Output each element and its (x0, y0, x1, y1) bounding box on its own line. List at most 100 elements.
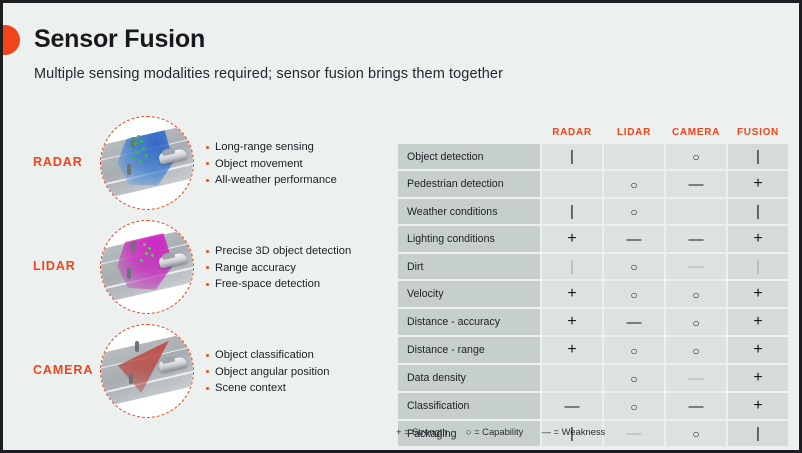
matrix-cell-radar: | (542, 421, 602, 446)
matrix-cell-fusion: + (728, 337, 788, 363)
rating-mark-bar-icon: | (756, 203, 760, 220)
rating-mark-bar-faint-icon: | (570, 258, 574, 275)
table-row: Packaging|—○| (398, 421, 788, 446)
row-label: Object detection (398, 144, 540, 169)
rating-mark-bar-faint-icon: | (756, 258, 760, 275)
scene-lidar (101, 221, 193, 313)
matrix-cell-lidar: — (604, 421, 664, 446)
column-header-camera: CAMERA (671, 127, 721, 138)
list-item: Object angular position (206, 364, 391, 381)
rating-mark-cap-icon: ○ (630, 260, 638, 274)
matrix-cell-lidar: ○ (604, 254, 664, 279)
modality-radar: RADAR (3, 115, 393, 219)
rating-mark-minus-icon: — (688, 230, 704, 248)
matrix-cell-fusion: + (728, 309, 788, 335)
modality-label-lidar: LIDAR (33, 259, 76, 273)
matrix-cell-fusion: | (728, 254, 788, 279)
column-header-lidar: LIDAR (616, 127, 652, 138)
rating-mark-cap-icon: ○ (692, 315, 700, 330)
table-row: Data density○—+ (398, 365, 788, 391)
matrix-cell-fusion: + (728, 393, 788, 419)
pedestrian-figure (131, 137, 135, 148)
matrix-cell-camera: ○ (666, 337, 726, 363)
rating-mark-plus-icon: + (753, 285, 763, 302)
row-label: Distance - accuracy (398, 309, 540, 335)
matrix-cell-camera: — (666, 171, 726, 197)
rating-mark-plus-icon: + (567, 341, 577, 358)
lidar-points-overlay (127, 239, 161, 273)
rating-mark-minus-faint-icon: — (688, 369, 704, 387)
matrix-cell-fusion: | (728, 144, 788, 169)
table-corner-cell (398, 127, 540, 142)
rating-mark-cap-icon: ○ (692, 150, 700, 164)
rating-mark-minus-icon: — (564, 397, 580, 415)
table-row: Distance - accuracy+—○+ (398, 309, 788, 335)
accent-dot (3, 25, 20, 55)
matrix-cell-lidar: — (604, 226, 664, 252)
rating-mark-bar-icon: | (570, 425, 574, 442)
rating-mark-plus-icon: + (753, 175, 763, 192)
column-header-fusion: FUSION (737, 127, 779, 138)
matrix-cell-fusion: + (728, 281, 788, 307)
modality-image-radar (100, 116, 194, 210)
rating-mark-minus-icon: — (688, 397, 704, 415)
rating-mark-plus-icon: + (753, 230, 763, 247)
table-row: Velocity+○○+ (398, 281, 788, 307)
list-item: Scene context (206, 380, 391, 397)
scene-camera (101, 325, 193, 417)
modality-image-camera (100, 324, 194, 418)
matrix-cell-camera: — (666, 254, 726, 279)
table-row: Dirt|○—| (398, 254, 788, 279)
matrix-cell-camera: ○ (666, 281, 726, 307)
bullet-list-radar: Long-range sensing Object movement All-w… (206, 139, 391, 189)
matrix-cell-fusion: | (728, 421, 788, 446)
matrix-cell-radar (542, 365, 602, 391)
table-header: RADAR LIDAR CAMERA FUSION (398, 127, 788, 142)
matrix-cell-radar: | (542, 254, 602, 279)
scene-radar (101, 117, 193, 209)
list-item: Precise 3D object detection (206, 243, 391, 260)
list-item: Object movement (206, 156, 391, 173)
matrix-cell-radar: + (542, 226, 602, 252)
matrix-cell-radar: | (542, 199, 602, 224)
table-row: Object detection|○| (398, 144, 788, 169)
pedestrian-figure (127, 268, 131, 279)
matrix-cell-fusion: + (728, 171, 788, 197)
legend-capability: ○ = Capability (465, 426, 524, 437)
modality-label-radar: RADAR (33, 155, 83, 169)
matrix-cell-radar: — (542, 393, 602, 419)
modality-list: RADAR (3, 115, 393, 427)
rating-mark-cap-icon: ○ (630, 343, 638, 358)
rating-mark-bar-icon: | (570, 203, 574, 220)
pedestrian-figure (127, 164, 131, 175)
matrix-cell-fusion: + (728, 226, 788, 252)
matrix-cell-fusion: | (728, 199, 788, 224)
page-subtitle: Multiple sensing modalities required; se… (34, 66, 504, 82)
legend-strength: + = Strength (396, 426, 448, 437)
list-item: Long-range sensing (206, 139, 391, 156)
rating-mark-cap-icon: ○ (630, 177, 638, 192)
rating-mark-cap-icon: ○ (692, 287, 700, 302)
rating-mark-minus-icon: — (626, 230, 642, 248)
row-label: Classification (398, 393, 540, 419)
matrix-cell-camera: — (666, 365, 726, 391)
matrix-cell-lidar: ○ (604, 281, 664, 307)
row-label: Data density (398, 365, 540, 391)
pedestrian-figure (131, 241, 135, 252)
rating-mark-plus-icon: + (753, 341, 763, 358)
list-item: Range accuracy (206, 260, 391, 277)
rating-mark-bar-icon: | (756, 425, 760, 442)
list-item: Free-space detection (206, 276, 391, 293)
table-body: Object detection|○|Pedestrian detection○… (398, 144, 788, 446)
rating-mark-plus-icon: + (753, 397, 763, 414)
matrix-cell-lidar: ○ (604, 393, 664, 419)
matrix-cell-lidar: ○ (604, 199, 664, 224)
matrix-cell-lidar: ○ (604, 337, 664, 363)
page-title: Sensor Fusion (34, 25, 206, 53)
table-row: Lighting conditions+——+ (398, 226, 788, 252)
rating-mark-plus-icon: + (753, 369, 763, 386)
radar-points-overlay (127, 135, 161, 169)
matrix-cell-camera: — (666, 393, 726, 419)
rating-mark-cap-icon: ○ (630, 399, 638, 414)
